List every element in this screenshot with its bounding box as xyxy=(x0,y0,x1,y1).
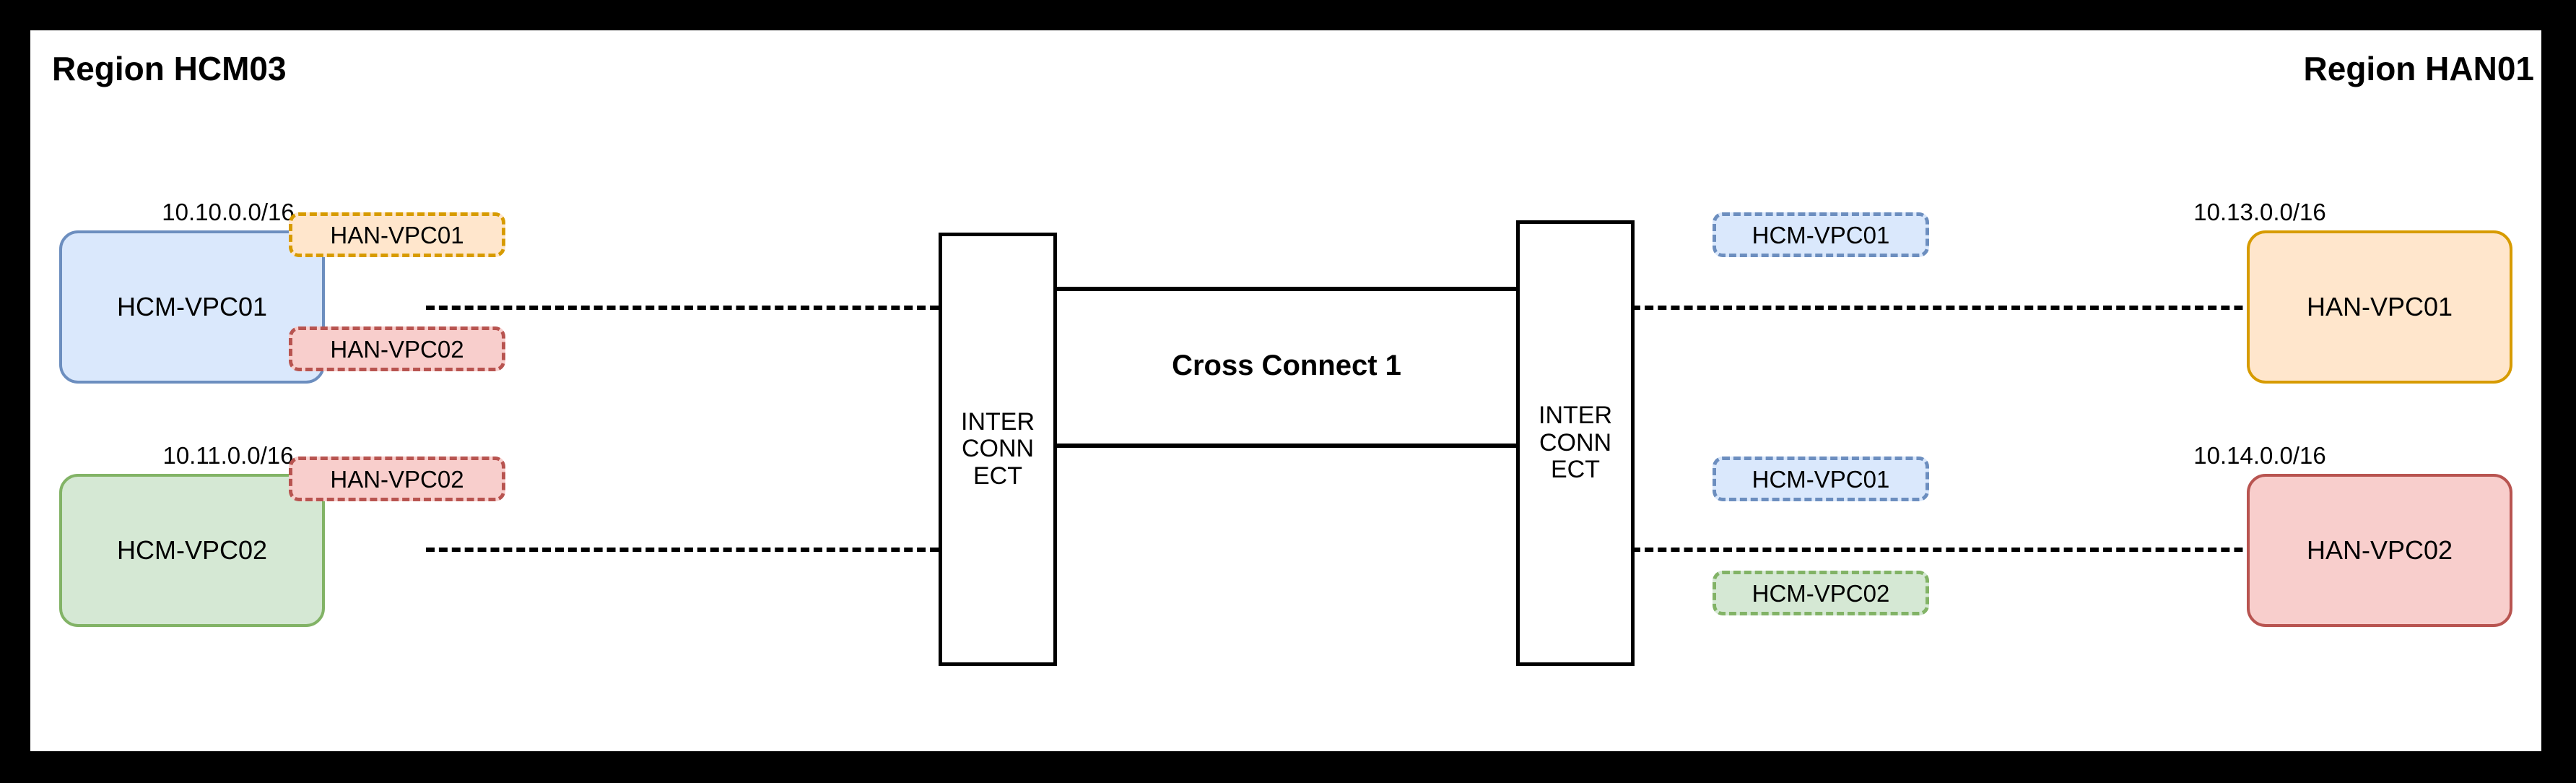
route-chip-label: HAN-VPC02 xyxy=(330,335,464,363)
interconnect-right-line1: INTER xyxy=(1539,402,1612,430)
interconnect-left-line3: ECT xyxy=(973,462,1022,490)
interconnect-right-line2: CONN xyxy=(1539,428,1612,457)
interconnect-left-line1: INTER xyxy=(961,407,1035,436)
cidr-label-hcm-vpc02: 10.11.0.0/16 xyxy=(162,442,294,469)
route-chip-left-row1-han-vpc02[interactable]: HAN-VPC02 xyxy=(289,326,505,371)
route-chip-label: HAN-VPC01 xyxy=(330,221,464,248)
interconnect-box-left[interactable]: INTER CONN ECT xyxy=(939,233,1057,666)
route-chip-left-row1-han-vpc01[interactable]: HAN-VPC01 xyxy=(289,212,505,257)
dashed-link-hcm-vpc01-to-interconnect xyxy=(426,306,939,310)
region-title-left: Region HCM03 xyxy=(52,50,287,87)
route-chip-label: HCM-VPC01 xyxy=(1752,221,1890,248)
interconnect-right-text: INTER CONN ECT xyxy=(1539,402,1612,484)
vpc-box-hcm-vpc02[interactable]: HCM-VPC02 xyxy=(59,474,325,627)
route-chip-left-row2-han-vpc02[interactable]: HAN-VPC02 xyxy=(289,457,505,501)
cross-connect-line-top xyxy=(1052,287,1518,291)
route-chip-right-row1-hcm-vpc01[interactable]: HCM-VPC01 xyxy=(1713,212,1929,257)
vpc-label-han-vpc02: HAN-VPC02 xyxy=(2306,535,2453,566)
vpc-label-hcm-vpc02: HCM-VPC02 xyxy=(116,535,268,566)
dashed-link-interconnect-to-han-vpc02 xyxy=(1632,548,2387,552)
region-title-right: Region HAN01 xyxy=(2303,50,2534,87)
diagram-page: Region HCM03 Region HAN01 10.10.0.0/16 H… xyxy=(30,30,2541,751)
dashed-link-hcm-vpc02-to-interconnect xyxy=(426,548,939,552)
cidr-label-han-vpc02: 10.14.0.0/16 xyxy=(2193,442,2326,469)
vpc-box-han-vpc01[interactable]: HAN-VPC01 xyxy=(2247,230,2512,384)
route-chip-label: HAN-VPC02 xyxy=(330,465,464,493)
vpc-label-hcm-vpc01: HCM-VPC01 xyxy=(116,292,268,322)
vpc-box-hcm-vpc01[interactable]: HCM-VPC01 xyxy=(59,230,325,384)
vpc-label-han-vpc01: HAN-VPC01 xyxy=(2306,292,2453,322)
route-chip-right-row2-hcm-vpc02[interactable]: HCM-VPC02 xyxy=(1713,571,1929,615)
interconnect-box-right[interactable]: INTER CONN ECT xyxy=(1516,220,1635,666)
cidr-label-han-vpc01: 10.13.0.0/16 xyxy=(2193,199,2326,225)
dashed-link-interconnect-to-han-vpc01 xyxy=(1632,306,2387,310)
interconnect-right-line3: ECT xyxy=(1551,456,1600,484)
interconnect-left-text: INTER CONN ECT xyxy=(961,407,1035,490)
cross-connect-label: Cross Connect 1 xyxy=(1172,350,1401,381)
route-chip-right-row2-hcm-vpc01[interactable]: HCM-VPC01 xyxy=(1713,457,1929,501)
vpc-box-han-vpc02[interactable]: HAN-VPC02 xyxy=(2247,474,2512,627)
cross-connect-line-bottom xyxy=(1052,444,1518,448)
route-chip-label: HCM-VPC01 xyxy=(1752,465,1890,493)
route-chip-label: HCM-VPC02 xyxy=(1752,579,1890,607)
interconnect-left-line2: CONN xyxy=(961,435,1035,463)
cidr-label-hcm-vpc01: 10.10.0.0/16 xyxy=(162,199,295,225)
